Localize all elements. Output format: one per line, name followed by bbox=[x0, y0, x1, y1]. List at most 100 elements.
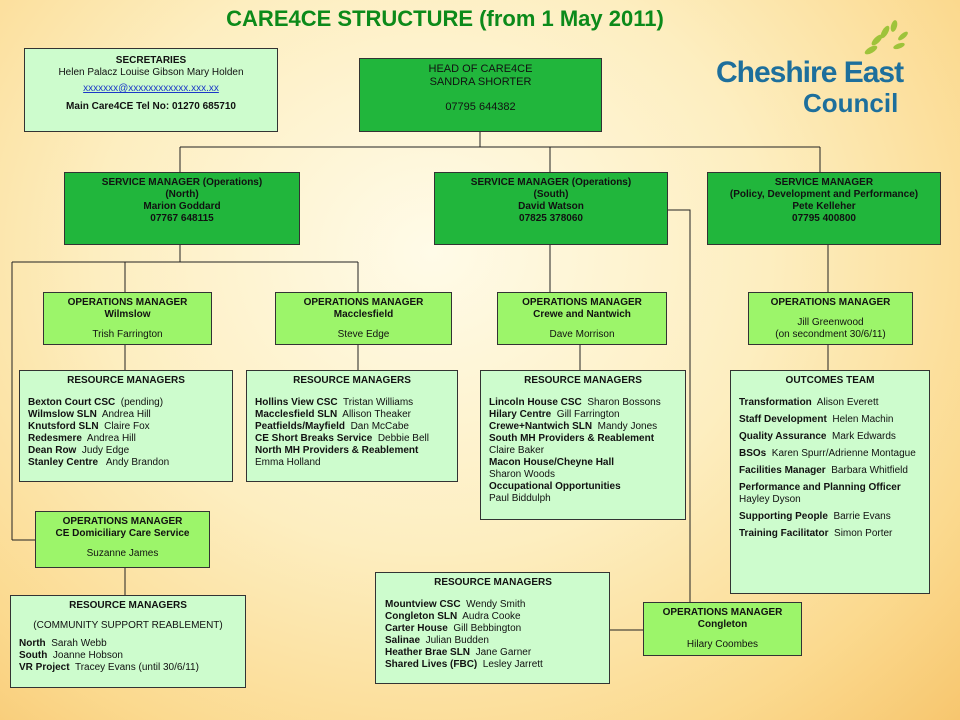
sm-south-area: (South) bbox=[533, 189, 569, 200]
person-name: Barrie Evans bbox=[827, 511, 891, 522]
person-name: Hayley Dyson bbox=[739, 494, 801, 505]
resource-managers-macclesfield-box: RESOURCE MANAGERS Hollins View CSC Trist… bbox=[246, 370, 458, 482]
unit-name: Macon House/Cheyne Hall bbox=[489, 457, 615, 468]
rm-wilmslow-item: Wilmslow SLN Andrea Hill bbox=[28, 409, 232, 421]
rm-crewe-item: Macon House/Cheyne Hall bbox=[489, 457, 685, 469]
resource-managers-wilmslow-box: RESOURCE MANAGERS Bexton Court CSC (pend… bbox=[19, 370, 233, 482]
person-name: (pending) bbox=[115, 397, 164, 408]
rm-congleton-item: Mountview CSC Wendy Smith bbox=[385, 599, 609, 611]
rm-crewe-item: Paul Biddulph bbox=[489, 493, 685, 505]
unit-name: CE Short Breaks Service bbox=[255, 433, 373, 444]
person-name: Gill Bebbington bbox=[447, 623, 522, 634]
outcomes-item: Facilities Manager Barbara Whitfield bbox=[739, 465, 929, 477]
om-dom-name: Suzanne James bbox=[86, 548, 159, 559]
unit-name: Salinae bbox=[385, 635, 421, 646]
rm-wilmslow-list: Bexton Court CSC (pending)Wilmslow SLN A… bbox=[28, 397, 232, 469]
rm-crewe-item: Crewe+Nantwich SLN Mandy Jones bbox=[489, 421, 685, 433]
service-manager-north-box: SERVICE MANAGER (Operations) (North) Mar… bbox=[64, 172, 300, 245]
person-name: Debbie Bell bbox=[372, 433, 429, 444]
rm-community-item: North Sarah Webb bbox=[19, 638, 245, 650]
sm-policy-area: (Policy, Development and Performance) bbox=[729, 189, 919, 200]
person-name: Claire Fox bbox=[98, 421, 150, 432]
unit-name: Macclesfield SLN bbox=[255, 409, 338, 420]
om-policy-name: Jill Greenwood bbox=[797, 317, 864, 328]
outcomes-item: Staff Development Helen Machin bbox=[739, 414, 929, 426]
person-name: Julian Budden bbox=[420, 635, 489, 646]
person-name: Sharon Bossons bbox=[581, 397, 661, 408]
secretaries-email-link[interactable]: xxxxxxx@xxxxxxxxxxxx.xxx.xx bbox=[83, 83, 219, 94]
unit-name: Performance and Planning Officer bbox=[739, 482, 901, 493]
rm-crewe-item: Lincoln House CSC Sharon Bossons bbox=[489, 397, 685, 409]
ops-manager-domiciliary-box: OPERATIONS MANAGER CE Domiciliary Care S… bbox=[35, 511, 210, 568]
rm-congleton-item: Salinae Julian Budden bbox=[385, 635, 609, 647]
head-name: SANDRA SHORTER bbox=[429, 76, 532, 88]
person-name: Mark Edwards bbox=[826, 431, 896, 442]
resource-managers-community-box: RESOURCE MANAGERS (COMMUNITY SUPPORT REA… bbox=[10, 595, 246, 688]
rm-community-heading: RESOURCE MANAGERS bbox=[69, 600, 187, 611]
rm-macc-item: Emma Holland bbox=[255, 457, 457, 469]
om-policy-title: OPERATIONS MANAGER bbox=[770, 297, 891, 308]
unit-name: Staff Development bbox=[739, 414, 827, 425]
ops-manager-macclesfield-box: OPERATIONS MANAGER Macclesfield Steve Ed… bbox=[275, 292, 452, 345]
person-name: Helen Machin bbox=[826, 414, 894, 425]
unit-name: Stanley Centre bbox=[28, 457, 99, 468]
rm-macc-item: Hollins View CSC Tristan Williams bbox=[255, 397, 457, 409]
rm-macc-heading: RESOURCE MANAGERS bbox=[293, 375, 411, 386]
om-macc-name: Steve Edge bbox=[337, 329, 390, 340]
person-name: Dan McCabe bbox=[345, 421, 409, 432]
rm-wilmslow-item: Dean Row Judy Edge bbox=[28, 445, 232, 457]
unit-name: Knutsford SLN bbox=[28, 421, 99, 432]
person-name: Lesley Jarrett bbox=[477, 659, 543, 670]
outcomes-item: Hayley Dyson bbox=[739, 494, 929, 506]
logo-text-line2: Council bbox=[803, 88, 899, 118]
unit-name: Hilary Centre bbox=[489, 409, 552, 420]
unit-name: Hollins View CSC bbox=[255, 397, 338, 408]
rm-macc-item: Peatfields/Mayfield Dan McCabe bbox=[255, 421, 457, 433]
om-crewe-title: OPERATIONS MANAGER bbox=[522, 297, 642, 308]
person-name: Karen Spurr/Adrienne Montague bbox=[766, 448, 916, 459]
secretaries-tel: Main Care4CE Tel No: 01270 685710 bbox=[66, 101, 236, 112]
ops-manager-wilmslow-box: OPERATIONS MANAGER Wilmslow Trish Farrin… bbox=[43, 292, 212, 345]
rm-crewe-item: Claire Baker bbox=[489, 445, 685, 457]
secretaries-names: Helen Palacz Louise Gibson Mary Holden bbox=[58, 67, 244, 78]
ops-manager-policy-box: OPERATIONS MANAGER Jill Greenwood (on se… bbox=[748, 292, 913, 345]
om-macc-area: Macclesfield bbox=[333, 309, 394, 320]
page-title: CARE4CE STRUCTURE (from 1 May 2011) bbox=[0, 6, 890, 32]
sm-south-phone: 07825 378060 bbox=[519, 213, 583, 224]
person-name: Alison Everett bbox=[811, 397, 879, 408]
person-name: Claire Baker bbox=[489, 445, 545, 456]
unit-name: Occupational Opportunities bbox=[489, 481, 621, 492]
om-wilmslow-name: Trish Farrington bbox=[92, 329, 163, 340]
logo-text-line1: Cheshire East bbox=[716, 56, 904, 89]
rm-crewe-heading: RESOURCE MANAGERS bbox=[524, 375, 642, 386]
om-congleton-area: Congleton bbox=[697, 619, 748, 630]
service-manager-south-box: SERVICE MANAGER (Operations) (South) Dav… bbox=[434, 172, 668, 245]
rm-wilmslow-heading: RESOURCE MANAGERS bbox=[67, 375, 185, 386]
sm-south-name: David Watson bbox=[518, 201, 584, 212]
unit-name: Congleton SLN bbox=[385, 611, 458, 622]
person-name: Paul Biddulph bbox=[489, 493, 551, 504]
rm-crewe-item: Hilary Centre Gill Farrington bbox=[489, 409, 685, 421]
outcomes-item: Transformation Alison Everett bbox=[739, 397, 929, 409]
om-dom-title: OPERATIONS MANAGER bbox=[62, 516, 183, 527]
unit-name: Transformation bbox=[739, 397, 812, 408]
unit-name: North MH Providers & Reablement bbox=[255, 445, 419, 456]
title-strong: CARE4CE bbox=[226, 6, 332, 31]
person-name: Barbara Whitfield bbox=[825, 465, 908, 476]
person-name: Wendy Smith bbox=[460, 599, 526, 610]
person-name: Emma Holland bbox=[255, 457, 321, 468]
sm-south-title: SERVICE MANAGER (Operations) bbox=[470, 177, 632, 188]
person-name: Simon Porter bbox=[828, 528, 893, 539]
ops-manager-crewe-box: OPERATIONS MANAGER Crewe and Nantwich Da… bbox=[497, 292, 667, 345]
person-name: Gill Farrington bbox=[551, 409, 620, 420]
rm-macc-item: Macclesfield SLN Allison Theaker bbox=[255, 409, 457, 421]
om-crewe-name: Dave Morrison bbox=[549, 329, 615, 340]
head-title: HEAD OF CARE4CE bbox=[428, 63, 533, 75]
person-name: Sarah Webb bbox=[45, 638, 107, 649]
rm-wilmslow-item: Bexton Court CSC (pending) bbox=[28, 397, 232, 409]
person-name: Andrea Hill bbox=[81, 433, 136, 444]
unit-name: Bexton Court CSC bbox=[28, 397, 116, 408]
